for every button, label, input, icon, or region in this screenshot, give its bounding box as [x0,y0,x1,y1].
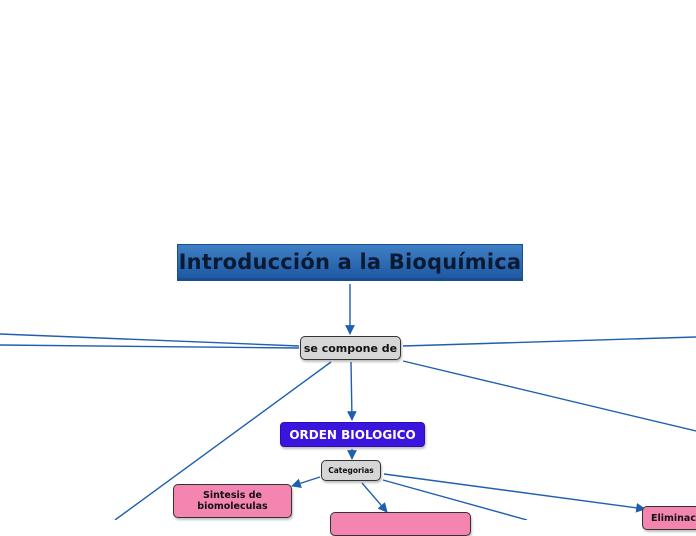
connector-right-upper [402,336,696,347]
orden-label: ORDEN BIOLOGICO [289,427,416,442]
root-label: Introducción a la Bioquímica [178,249,522,274]
connector-right-lower [402,360,696,432]
connector-categorias-to-eliminacion [383,473,646,513]
root-node[interactable]: Introducción a la Bioquímica [177,244,523,281]
connector-categorias-to-lower-right [382,479,528,520]
sintesis-label: Sintesis de biomoleculas [197,490,268,512]
connector-left-lower [0,344,300,349]
connector-se-compone-to-orden [346,361,357,421]
connector-left-upper [0,333,300,347]
connector-categorias-to-mid [361,482,388,513]
eliminacion-label: Eliminaci [651,512,696,524]
category-node-mid[interactable] [330,512,471,536]
sintesis-biomoleculas-node[interactable]: Sintesis de biomoleculas [173,484,292,518]
connector-diagonal-down-left [114,361,332,520]
se-compone-label: se compone de [303,341,398,355]
orden-biologico-node[interactable]: ORDEN BIOLOGICO [280,422,425,447]
eliminacion-node[interactable]: Eliminaci [642,506,696,530]
connector-categorias-to-sintesis [291,476,321,488]
connector-layer [0,284,696,520]
se-compone-de-node[interactable]: se compone de [300,336,401,360]
categorias-label: Categorias [328,466,374,475]
categorias-node[interactable]: Categorias [321,460,381,481]
